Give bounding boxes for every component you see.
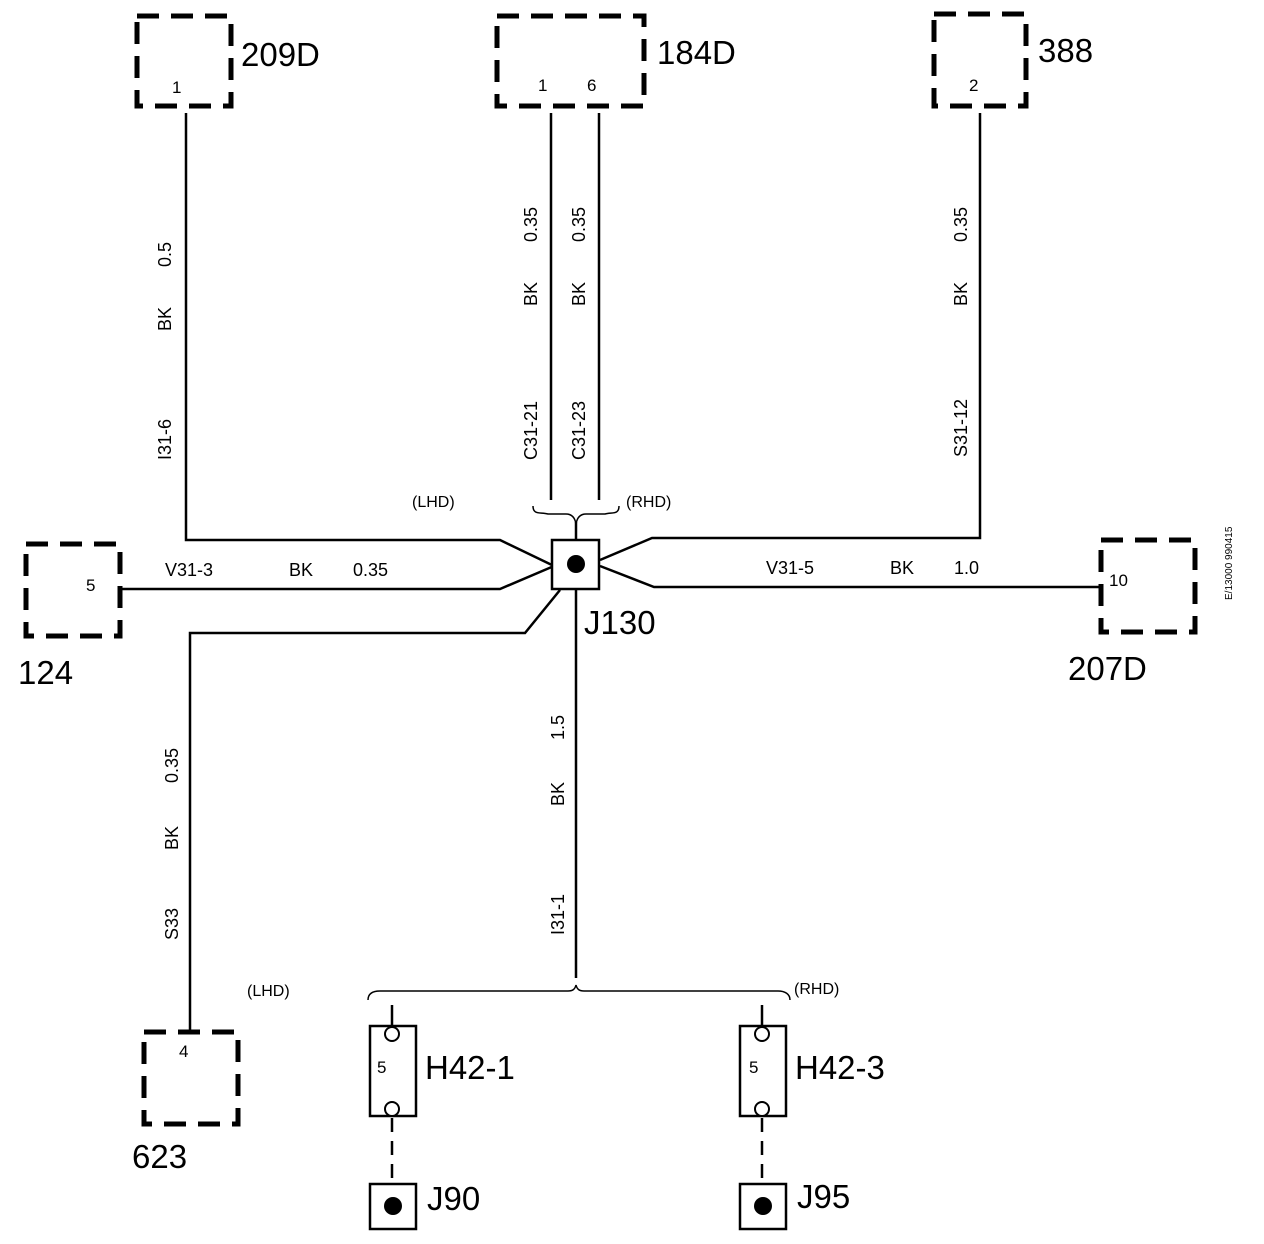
wire-v31-5-size: 1.0 bbox=[954, 558, 979, 578]
ground-j90-dot bbox=[384, 1197, 402, 1215]
wire-i31-6-color: BK bbox=[155, 307, 175, 331]
wire-v31-3-color: BK bbox=[289, 560, 313, 580]
wire-c31-21-color: BK bbox=[521, 282, 541, 306]
wire-v31-5-id: V31-5 bbox=[766, 558, 814, 578]
connector-623-name: 623 bbox=[132, 1138, 187, 1175]
wire-c31-21-size: 0.35 bbox=[521, 207, 541, 242]
wire-c31-23-size: 0.35 bbox=[569, 207, 589, 242]
connector-124[interactable] bbox=[23, 541, 123, 639]
wire-i31-1-size: 1.5 bbox=[548, 715, 568, 740]
wire-v31-3-size: 0.35 bbox=[353, 560, 388, 580]
wire-s31-12[interactable] bbox=[599, 113, 982, 562]
splice-j130-dot bbox=[567, 555, 585, 573]
option-lhd-bottom: (LHD) bbox=[247, 983, 290, 1000]
module-h42-3-pin-top bbox=[754, 1026, 770, 1042]
connector-184d-name: 184D bbox=[657, 34, 736, 71]
wire-i31-6-size: 0.5 bbox=[155, 242, 175, 267]
wire-s33-id: S33 bbox=[162, 908, 182, 940]
pin-184d-6: 6 bbox=[587, 76, 596, 95]
wire-s33-color: BK bbox=[162, 826, 182, 850]
pin-388-2: 2 bbox=[969, 76, 978, 95]
connector-388-name: 388 bbox=[1038, 32, 1093, 69]
wire-s33-size: 0.35 bbox=[162, 748, 182, 783]
connector-207d-name: 207D bbox=[1068, 650, 1147, 687]
wire-s31-12-size: 0.35 bbox=[951, 207, 971, 242]
wire-i31-1-color: BK bbox=[548, 782, 568, 806]
pin-124-5: 5 bbox=[86, 576, 95, 595]
wire-v31-3[interactable] bbox=[120, 564, 555, 591]
wire-c31-21-id: C31-21 bbox=[521, 401, 541, 460]
wire-i31-1-id: I31-1 bbox=[548, 894, 568, 935]
ground-j95-dot bbox=[754, 1197, 772, 1215]
option-lhd-top: (LHD) bbox=[412, 494, 455, 511]
module-h42-3-pin: 5 bbox=[749, 1058, 758, 1077]
option-rhd-top: (RHD) bbox=[626, 494, 671, 511]
brace-ground bbox=[367, 984, 791, 1001]
wire-c31-23-id: C31-23 bbox=[569, 401, 589, 460]
option-rhd-bottom: (RHD) bbox=[794, 981, 839, 998]
connector-388[interactable] bbox=[931, 11, 1029, 109]
wire-s33[interactable] bbox=[188, 589, 561, 1030]
module-h42-3-name: H42-3 bbox=[795, 1049, 885, 1086]
brace-184d bbox=[532, 505, 620, 525]
wire-c31-23-color: BK bbox=[569, 282, 589, 306]
connector-209d-name: 209D bbox=[241, 36, 320, 73]
wire-s31-12-color: BK bbox=[951, 282, 971, 306]
pin-623-4: 4 bbox=[179, 1042, 188, 1061]
splice-j130-name: J130 bbox=[584, 604, 656, 641]
ground-j90-name: J90 bbox=[427, 1180, 480, 1217]
pin-184d-1: 1 bbox=[538, 76, 547, 95]
wire-s31-12-id: S31-12 bbox=[951, 399, 971, 457]
ground-j95-name: J95 bbox=[797, 1178, 850, 1215]
module-h42-1-pin-bottom bbox=[384, 1101, 400, 1117]
splice-j130[interactable] bbox=[550, 538, 601, 591]
connector-623[interactable] bbox=[141, 1029, 241, 1127]
pin-209d-1: 1 bbox=[172, 78, 181, 97]
module-h42-3-pin-bottom bbox=[754, 1101, 770, 1117]
wire-v31-3-id: V31-3 bbox=[165, 560, 213, 580]
wire-i31-6[interactable] bbox=[184, 113, 555, 568]
connector-184d[interactable] bbox=[494, 13, 647, 109]
wire-v31-5[interactable] bbox=[599, 564, 1100, 589]
module-h42-1-pin: 5 bbox=[377, 1058, 386, 1077]
module-h42-1-pin-top bbox=[384, 1026, 400, 1042]
reference-code: E/13000 990415 bbox=[1224, 526, 1235, 600]
connector-207d[interactable] bbox=[1098, 537, 1198, 635]
pin-207d-10: 10 bbox=[1109, 571, 1128, 590]
connector-209d[interactable] bbox=[134, 13, 234, 109]
wire-v31-5-color: BK bbox=[890, 558, 914, 578]
connector-124-name: 124 bbox=[18, 654, 73, 691]
module-h42-1-name: H42-1 bbox=[425, 1049, 515, 1086]
wire-i31-6-id: I31-6 bbox=[155, 419, 175, 460]
